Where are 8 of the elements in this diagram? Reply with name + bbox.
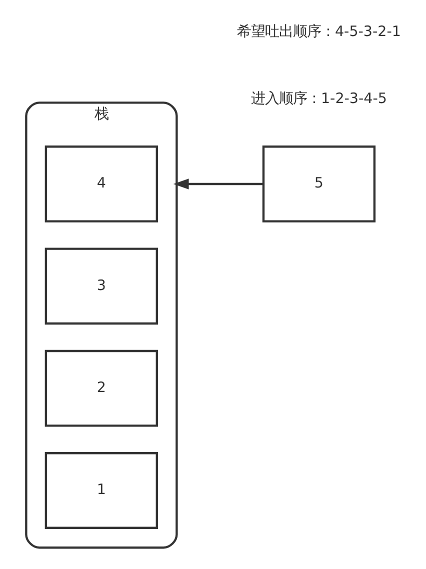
node-box: 1 — [44, 452, 158, 529]
label: 希望吐出顺序：4-5-3-2-1 — [236, 24, 400, 40]
node-box: 2 — [44, 350, 158, 427]
arrow — [172, 178, 263, 190]
node-box: 5 — [262, 146, 376, 222]
node-box: 4 — [44, 146, 158, 222]
node-box: 3 — [44, 248, 158, 325]
label: 进入顺序：1-2-3-4-5 — [250, 91, 386, 108]
